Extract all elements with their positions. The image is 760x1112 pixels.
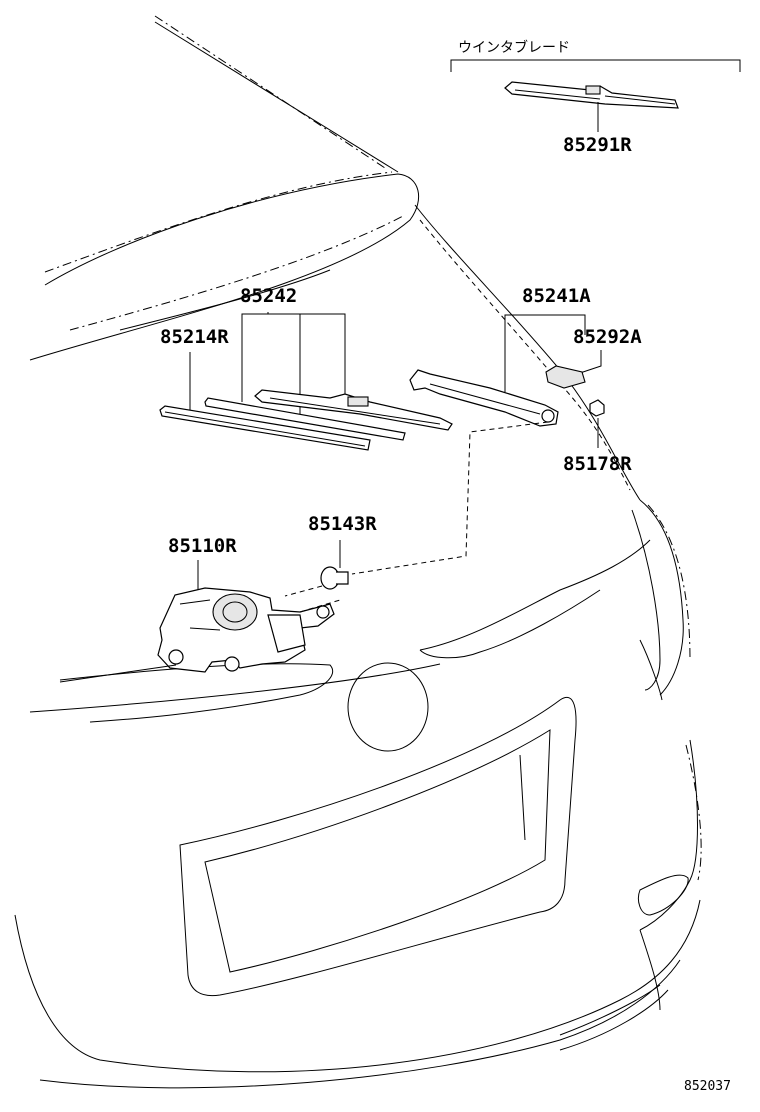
refill-rail-icon [204, 397, 406, 441]
grommet-group: 85143R [284, 513, 377, 597]
grommet-icon [320, 566, 349, 590]
label-arm-cover: 85292A [573, 326, 642, 348]
nut-icon [589, 399, 605, 417]
wiper-motor-icon [157, 587, 335, 673]
blade-refill-group: 85242 85214R [159, 285, 453, 451]
assembly-leader [351, 421, 549, 575]
label-nut: 85178R [563, 453, 632, 475]
nut-group: 85178R [563, 399, 632, 475]
header-title: ウインタブレード [458, 39, 570, 56]
diagram-code: 852037 [684, 1079, 731, 1094]
blade-assy-group: ウインタブレード 85291R [450, 39, 741, 156]
header-bracket [450, 59, 741, 72]
arm-group: 85241A 85292A [409, 285, 642, 427]
label-arm: 85241A [522, 285, 591, 307]
arm-cover-icon [545, 365, 586, 389]
label-grommet: 85143R [308, 513, 377, 535]
vehicle-body-outline [14, 15, 702, 1089]
wiper-blade-icon [254, 389, 453, 431]
motor-group: 85110R [59, 535, 341, 683]
refill-rubber-icon [159, 405, 371, 451]
label-motor: 85110R [168, 535, 237, 557]
label-blade-assy: 85291R [563, 134, 632, 156]
wiper-blade-assy-icon [504, 81, 679, 109]
label-blade-refill-set: 85242 [240, 285, 297, 307]
label-blade-refill: 85214R [160, 326, 229, 348]
